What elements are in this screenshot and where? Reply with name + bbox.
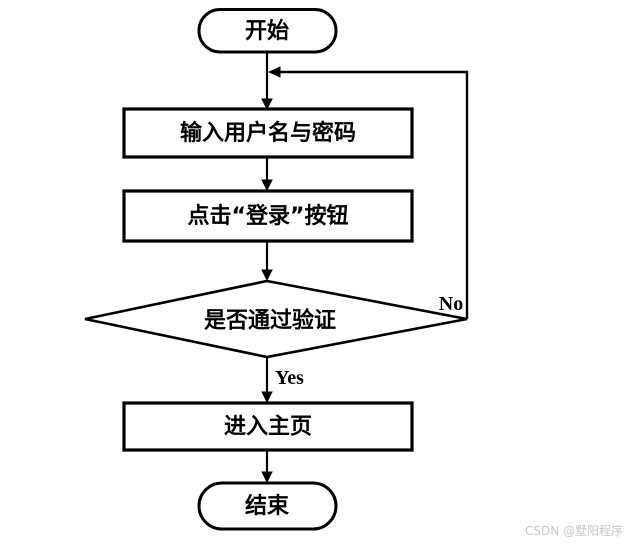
connector-lines <box>265 52 469 474</box>
csdn-watermark: CSDN @墅阳程序 <box>525 523 623 538</box>
input-credentials-label: 输入用户名与密码 <box>180 120 356 146</box>
end-terminator-shape <box>197 481 338 531</box>
node-verify-decision: 是否通过验证 <box>84 279 468 359</box>
edge-label-yes: Yes <box>275 367 304 389</box>
arrow-heads <box>261 66 281 483</box>
arrowhead-into-end <box>261 471 273 483</box>
input-credentials-shape <box>122 107 414 159</box>
arrowhead-into-input <box>261 98 273 110</box>
edge-no-return-path <box>280 70 469 319</box>
start-label: 开始 <box>245 18 289 44</box>
verify-decision-shape <box>84 279 468 359</box>
node-enter-home: 进入主页 <box>122 401 414 452</box>
enter-home-shape <box>122 401 414 452</box>
start-terminator-shape <box>197 8 338 54</box>
arrowhead-into-home <box>261 391 273 403</box>
arrowhead-into-decision <box>261 269 273 281</box>
click-login-shape <box>122 189 414 243</box>
verify-decision-label: 是否通过验证 <box>204 308 336 334</box>
node-end: 结束 <box>197 481 338 531</box>
node-start: 开始 <box>197 8 338 54</box>
click-login-label: 点击“登录”按钮 <box>188 203 349 229</box>
enter-home-label: 进入主页 <box>224 415 312 440</box>
node-click-login: 点击“登录”按钮 <box>122 189 414 243</box>
node-input-credentials: 输入用户名与密码 <box>122 107 414 159</box>
arrowhead-no-return <box>268 66 281 78</box>
edge-label-no: No <box>439 293 463 315</box>
arrowhead-into-click <box>261 179 273 191</box>
end-label: 结束 <box>245 493 290 519</box>
